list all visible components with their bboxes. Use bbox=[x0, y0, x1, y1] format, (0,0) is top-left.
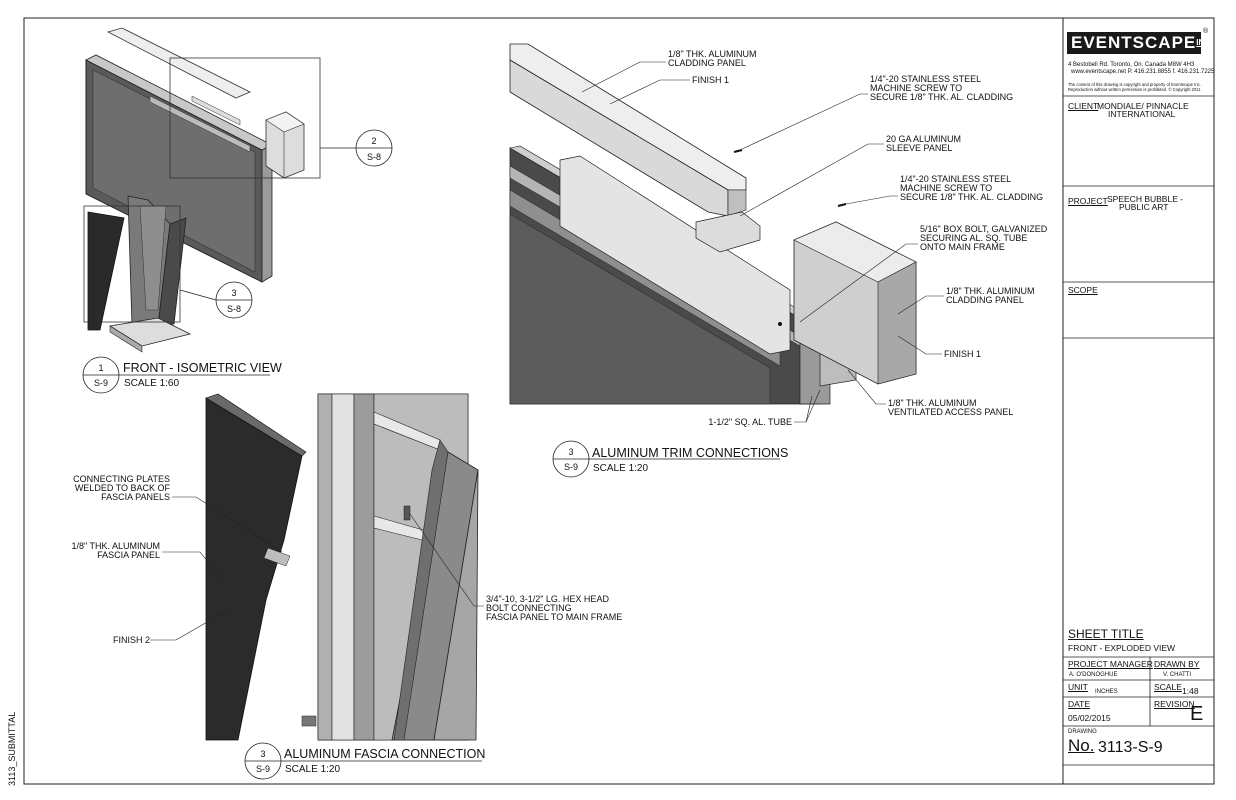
scale-label: SCALE bbox=[1154, 682, 1182, 692]
callout-3-sheet: S-8 bbox=[227, 304, 241, 314]
note-sleeve-line2: SLEEVE PANEL bbox=[886, 143, 952, 153]
fascia-view-number: 3 bbox=[260, 749, 265, 759]
logo-text: EVENTSCAPE bbox=[1071, 33, 1197, 52]
sheet-title-value: FRONT - EXPLODED VIEW bbox=[1068, 643, 1176, 653]
company-contact: www.eventscape.net P. 416.231.8855 f. 41… bbox=[1071, 69, 1215, 75]
note-fascia-line1: 1/8" THK. ALUMINUM bbox=[71, 541, 160, 551]
note-finish2: FINISH 2 bbox=[113, 635, 150, 645]
fascia-view-scale: SCALE 1:20 bbox=[285, 764, 340, 775]
logo-inc: INC bbox=[1196, 38, 1211, 47]
trim-view-scale: SCALE 1:20 bbox=[593, 463, 648, 474]
view-title-trim: 3 S-9 ALUMINUM TRIM CONNECTIONS SCALE 1:… bbox=[552, 440, 788, 478]
revision-label: REVISION bbox=[1154, 699, 1195, 709]
fascia-view-title: ALUMINUM FASCIA CONNECTION bbox=[284, 747, 485, 761]
company-address: 4 Bestobell Rd. Toronto, On. Canada M8W … bbox=[1068, 62, 1195, 68]
note-screw2-line2: MACHINE SCREW TO bbox=[900, 183, 992, 193]
trim-view-number: 3 bbox=[568, 447, 573, 457]
trim-connection-labels: 1/8" THK. ALUMINUM CLADDING PANEL FINISH… bbox=[668, 49, 1048, 427]
iso-view-scale: SCALE 1:60 bbox=[124, 378, 179, 389]
client-line-2: INTERNATIONAL bbox=[1108, 109, 1176, 119]
drawn-by-value: V. CHATTI bbox=[1163, 672, 1192, 678]
view-title-isometric: 1 S-9 FRONT - ISOMETRIC VIEW SCALE 1:60 bbox=[82, 356, 282, 394]
drawing-label: DRAWING bbox=[1068, 729, 1097, 735]
note-cladding1-line2: CLADDING PANEL bbox=[668, 58, 746, 68]
note-hexbolt-line1: 3/4"-10, 3-1/2" LG. HEX HEAD bbox=[486, 594, 609, 604]
note-finish1a: FINISH 1 bbox=[692, 75, 729, 85]
note-boxbolt-line2: SECURING AL. SQ. TUBE bbox=[920, 233, 1027, 243]
note-screw1-line3: SECURE 1/8" THK. AL. CLADDING bbox=[870, 92, 1013, 102]
fascia-connection-labels: CONNECTING PLATES WELDED TO BACK OF FASC… bbox=[71, 474, 622, 645]
iso-view-sheet: S-9 bbox=[94, 378, 108, 388]
callout-3-s8: 3 S-8 bbox=[215, 281, 253, 319]
title-block-grid bbox=[1063, 95, 1214, 766]
side-submittal-label: 3113_SUBMITTAL bbox=[7, 711, 17, 786]
callout-3-number: 3 bbox=[231, 288, 236, 298]
note-hexbolt-line3: FASCIA PANEL TO MAIN FRAME bbox=[486, 612, 622, 622]
client-label: CLIENT bbox=[1068, 101, 1099, 111]
note-boxbolt-line3: ONTO MAIN FRAME bbox=[920, 242, 1005, 252]
registered-mark: ® bbox=[1203, 28, 1209, 35]
note-screw1-line2: MACHINE SCREW TO bbox=[870, 83, 962, 93]
eventscape-logo: EVENTSCAPEINC bbox=[1067, 32, 1210, 54]
fascia-view-sheet: S-9 bbox=[256, 764, 270, 774]
trim-view-sheet: S-9 bbox=[564, 462, 578, 472]
date-value: 05/02/2015 bbox=[1068, 713, 1111, 723]
project-line-2: PUBLIC ART bbox=[1119, 202, 1169, 212]
iso-view-title: FRONT - ISOMETRIC VIEW bbox=[123, 361, 282, 375]
pm-label: PROJECT MANAGER bbox=[1068, 659, 1153, 669]
note-plates-line3: FASCIA PANELS bbox=[101, 492, 170, 502]
unit-value: INCHES bbox=[1095, 689, 1118, 695]
note-cladding2-line2: CLADDING PANEL bbox=[946, 295, 1024, 305]
note-screw1-line1: 1/4"-20 STAINLESS STEEL bbox=[870, 74, 981, 84]
revision-value: E bbox=[1190, 703, 1204, 725]
sheet-border bbox=[23, 17, 1215, 785]
note-screw2-line3: SECURE 1/8" THK. AL. CLADDING bbox=[900, 192, 1043, 202]
note-cladding2-line1: 1/8" THK. ALUMINUM bbox=[946, 286, 1035, 296]
client-line-1: MONDIALE/ PINNACLE bbox=[1097, 101, 1189, 111]
note-vent-line1: 1/8" THK. ALUMINUM bbox=[888, 398, 977, 408]
scope-label: SCOPE bbox=[1068, 285, 1098, 295]
note-vent-line2: VENTILATED ACCESS PANEL bbox=[888, 407, 1013, 417]
trim-view-title: ALUMINUM TRIM CONNECTIONS bbox=[592, 446, 788, 460]
note-hexbolt-line2: BOLT CONNECTING bbox=[486, 603, 572, 613]
sheet-title-label: SHEET TITLE bbox=[1068, 627, 1144, 641]
drawn-by-label: DRAWN BY bbox=[1154, 659, 1200, 669]
copyright-line-1: The content of this drawing is copyright… bbox=[1068, 82, 1201, 87]
copyright-line-2: Reproduction without written permission … bbox=[1068, 87, 1201, 92]
note-cladding1-line1: 1/8" THK. ALUMINUM bbox=[668, 49, 757, 59]
project-label: PROJECT bbox=[1068, 196, 1108, 206]
note-screw2-line1: 1/4"-20 STAINLESS STEEL bbox=[900, 174, 1011, 184]
note-finish1b: FINISH 1 bbox=[944, 349, 981, 359]
callout-2-s8: 2 S-8 bbox=[355, 129, 393, 167]
project-line-1: SPEECH BUBBLE - bbox=[1107, 194, 1184, 204]
fascia-connection-drawing bbox=[150, 393, 484, 741]
note-fascia-line2: FASCIA PANEL bbox=[97, 550, 160, 560]
note-tube: 1-1/2" SQ. AL. TUBE bbox=[708, 417, 792, 427]
unit-label: UNIT bbox=[1068, 682, 1088, 692]
note-plates-line1: CONNECTING PLATES bbox=[73, 474, 170, 484]
isometric-view-drawing bbox=[83, 27, 356, 353]
trim-connections-drawing bbox=[509, 43, 944, 423]
note-plates-line2: WELDED TO BACK OF bbox=[75, 483, 171, 493]
note-sleeve-line1: 20 GA ALUMINUM bbox=[886, 134, 961, 144]
scale-value: 1:48 bbox=[1182, 686, 1199, 696]
note-boxbolt-line1: 5/16" BOX BOLT, GALVANIZED bbox=[920, 224, 1048, 234]
iso-view-number: 1 bbox=[98, 363, 103, 373]
pm-value: A. O'DONOGHUE bbox=[1069, 672, 1118, 678]
date-label: DATE bbox=[1068, 699, 1091, 709]
view-title-fascia: 3 S-9 ALUMINUM FASCIA CONNECTION SCALE 1… bbox=[244, 742, 485, 780]
callout-2-number: 2 bbox=[371, 136, 376, 146]
drawing-no-label: No. bbox=[1068, 736, 1095, 755]
callout-2-sheet: S-8 bbox=[367, 152, 381, 162]
drawing-number: 3113-S-9 bbox=[1098, 739, 1163, 756]
